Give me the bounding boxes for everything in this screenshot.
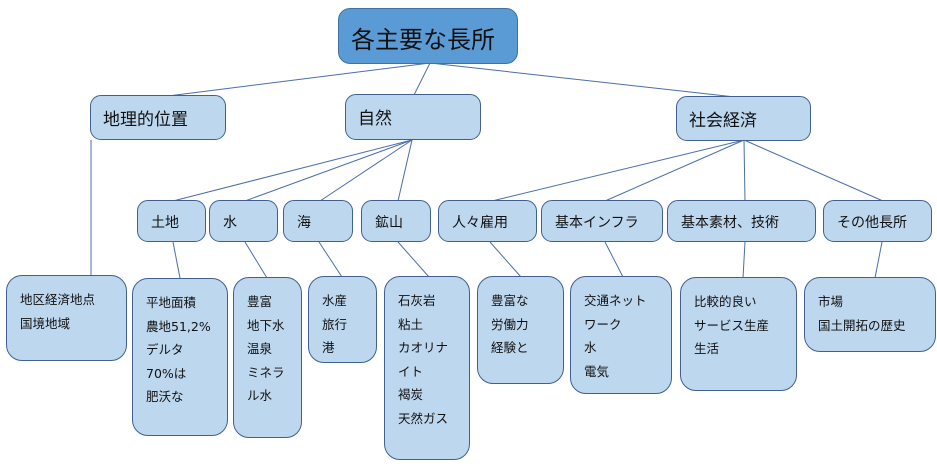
detail-list: 市場 国土開拓の歴史 xyxy=(818,290,906,337)
detail-list: 豊富な 労働力 経験と xyxy=(491,289,529,360)
subcategory-label: 海 xyxy=(297,215,311,231)
subcategory-label: その他長所 xyxy=(837,215,907,231)
detail-labor[interactable]: 豊富な 労働力 経験と xyxy=(477,276,564,384)
detail-item: 水産 xyxy=(322,293,348,308)
link-water-detail xyxy=(244,241,268,279)
subcategory-infra[interactable]: 基本インフラ xyxy=(541,200,663,242)
link-sea-detail xyxy=(318,241,343,278)
link-socio-labor xyxy=(491,139,745,202)
category-label: 地理的位置 xyxy=(103,110,188,130)
link-mine-detail xyxy=(397,241,430,278)
detail-item: 褐炭 xyxy=(398,387,424,402)
link-material-detail xyxy=(742,241,746,279)
detail-item: 電気 xyxy=(584,363,610,379)
link-nature-land xyxy=(172,139,413,202)
category-label: 自然 xyxy=(358,109,392,129)
subcategory-label: 鉱山 xyxy=(375,215,403,231)
detail-item: 水 xyxy=(584,340,597,355)
detail-list: 石灰岩 粘土 カオリナ イト 褐炭 天然ガス xyxy=(398,289,448,430)
detail-item: 肥沃な xyxy=(146,389,184,404)
root-label: 各主要な長所 xyxy=(351,26,495,54)
detail-item: 豊富 xyxy=(247,294,273,309)
link-land-detail xyxy=(172,241,181,279)
category-socio[interactable]: 社会経済 xyxy=(676,96,811,141)
detail-item: 豊富な xyxy=(491,293,529,308)
detail-item: 国境地域 xyxy=(20,315,71,331)
detail-item: 旅行 xyxy=(322,316,348,332)
detail-item: サービス生産 xyxy=(694,317,770,333)
detail-list: 豊富 地下水 温泉 ミネラ ル水 xyxy=(247,290,285,408)
subcategory-label: 土地 xyxy=(151,215,179,231)
detail-item: 労働力 xyxy=(491,316,529,332)
link-socio-infra xyxy=(604,139,745,202)
link-socio-other xyxy=(743,139,884,202)
link-root-geo xyxy=(159,62,431,98)
category-geo[interactable]: 地理的位置 xyxy=(90,95,226,140)
detail-item: 粘土 xyxy=(398,316,424,332)
detail-item: 天然ガス xyxy=(398,410,449,426)
link-socio-material xyxy=(743,139,746,202)
detail-list: 地区経済地点 国境地域 xyxy=(20,288,95,335)
detail-list: 水産 旅行 港 xyxy=(322,289,347,360)
link-nature-mine xyxy=(397,139,413,202)
detail-item: 港 xyxy=(322,340,335,355)
link-root-socio xyxy=(429,62,745,99)
detail-item: 市場 xyxy=(818,294,844,309)
subcategory-label: 基本素材、技術 xyxy=(681,215,779,231)
root-node[interactable]: 各主要な長所 xyxy=(338,8,518,64)
detail-material[interactable]: 比較的良い サービス生産 生活 xyxy=(680,277,797,391)
subcategory-mine[interactable]: 鉱山 xyxy=(361,200,431,242)
subcategory-material[interactable]: 基本素材、技術 xyxy=(667,200,816,242)
subcategory-land[interactable]: 土地 xyxy=(137,200,206,242)
detail-item: 70%は xyxy=(146,365,187,381)
subcategory-sea[interactable]: 海 xyxy=(283,200,353,242)
detail-mine[interactable]: 石灰岩 粘土 カオリナ イト 褐炭 天然ガス xyxy=(384,276,470,460)
detail-item: ミネラ xyxy=(247,364,285,380)
link-nature-sea xyxy=(319,139,413,202)
detail-item: 農地51,2% xyxy=(146,318,211,334)
link-labor-detail xyxy=(489,241,522,278)
detail-item: 生活 xyxy=(694,341,720,356)
detail-sea[interactable]: 水産 旅行 港 xyxy=(308,276,377,363)
detail-item: ワーク xyxy=(584,316,622,332)
link-infra-detail xyxy=(604,241,624,278)
detail-geo[interactable]: 地区経済地点 国境地域 xyxy=(6,275,127,361)
detail-item: 国土開拓の歴史 xyxy=(818,317,906,333)
detail-item: 交通ネット xyxy=(584,293,647,308)
detail-list: 交通ネット ワーク 水 電気 xyxy=(584,289,647,383)
link-nature-water xyxy=(244,139,413,202)
detail-item: ル水 xyxy=(247,388,273,403)
detail-infra[interactable]: 交通ネット ワーク 水 電気 xyxy=(570,276,672,394)
subcategory-other[interactable]: その他長所 xyxy=(823,200,932,242)
category-label: 社会経済 xyxy=(689,111,757,131)
link-other-detail xyxy=(874,241,883,279)
detail-other[interactable]: 市場 国土開拓の歴史 xyxy=(804,277,936,352)
detail-list: 比較的良い サービス生産 生活 xyxy=(694,290,769,361)
link-root-nature xyxy=(413,62,431,96)
detail-list: 平地面積 農地51,2% デルタ 70%は 肥沃な xyxy=(146,291,211,409)
subcategory-labor[interactable]: 人々雇用 xyxy=(438,200,537,242)
detail-item: 比較的良い xyxy=(694,294,757,309)
detail-item: 温泉 xyxy=(247,341,273,356)
subcategory-label: 水 xyxy=(223,215,237,231)
subcategory-label: 基本インフラ xyxy=(555,215,639,231)
detail-item: 経験と xyxy=(491,340,529,355)
detail-item: 石灰岩 xyxy=(398,293,436,308)
detail-item: 地区経済地点 xyxy=(20,292,96,307)
detail-item: カオリナ xyxy=(398,340,449,355)
detail-water[interactable]: 豊富 地下水 温泉 ミネラ ル水 xyxy=(233,277,302,438)
detail-item: イト xyxy=(398,363,424,379)
detail-item: デルタ xyxy=(146,342,184,357)
detail-item: 平地面積 xyxy=(146,295,197,310)
subcategory-water[interactable]: 水 xyxy=(209,200,278,242)
category-nature[interactable]: 自然 xyxy=(345,94,481,140)
detail-land[interactable]: 平地面積 農地51,2% デルタ 70%は 肥沃な xyxy=(132,278,228,436)
subcategory-label: 人々雇用 xyxy=(452,215,508,231)
detail-item: 地下水 xyxy=(247,317,285,333)
